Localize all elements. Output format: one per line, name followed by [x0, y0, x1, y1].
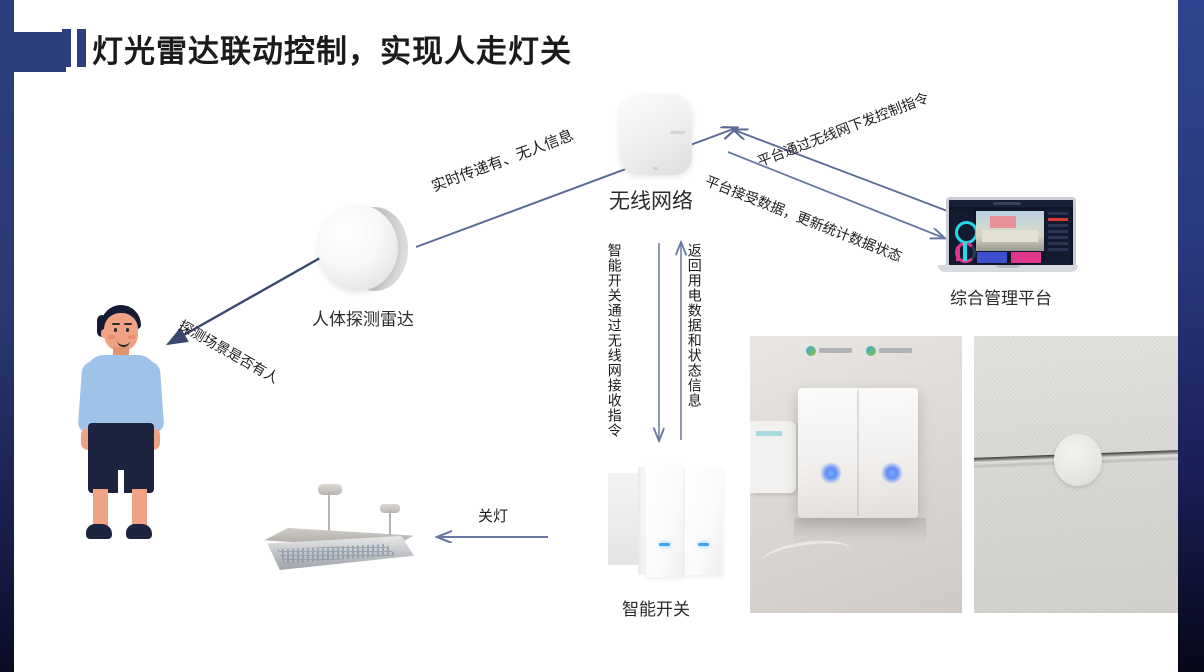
- lamp-ceiling-mount-1: [318, 484, 342, 495]
- flow-label-turn-off-light: 关灯: [478, 507, 509, 525]
- lamp-rod-1: [328, 492, 330, 532]
- radar-puck-icon: [318, 205, 410, 293]
- left-accent-bar: [0, 0, 14, 672]
- dashboard-right-panel: [1045, 209, 1071, 265]
- switch-led-left: [659, 543, 670, 546]
- dashboard-topbar: [949, 200, 1073, 207]
- flow-label-return-power-data: 返回用电数据和状态信息: [685, 243, 702, 408]
- photo-switch-divider: [857, 390, 859, 516]
- ap-indicator: [653, 167, 658, 170]
- title-accent-block: [14, 32, 66, 72]
- dashboard-chart-blue: [977, 252, 1007, 263]
- dashboard-list-row: [1048, 248, 1068, 251]
- lamp-ceiling-mount-2: [380, 504, 400, 513]
- device-label-smart-switch: 智能开关: [622, 600, 690, 620]
- wireless-access-point-icon: [620, 95, 692, 175]
- title-accent-bars: [62, 29, 71, 67]
- dashboard-list-row-alert: [1048, 218, 1068, 221]
- dashboard-list-row: [1048, 230, 1068, 233]
- person-cheek-right: [128, 335, 135, 339]
- laptop-base: [938, 265, 1078, 272]
- photo-switch-panel: [798, 388, 918, 518]
- laptop-screen: [946, 197, 1076, 271]
- person-eye-left: [114, 328, 117, 332]
- photo-switch-led-right: [881, 462, 903, 484]
- flow-label-detect-scene: 探测场景是否有人: [175, 317, 281, 387]
- radar-body-face: [318, 205, 398, 291]
- dashboard-list-row: [1048, 242, 1068, 245]
- dashboard-chart-pink: [1011, 252, 1041, 263]
- brand-dot-icon: [806, 346, 816, 356]
- brand-wordmark: [879, 348, 912, 353]
- photo-switch-shadow: [794, 518, 926, 544]
- photo-switch-led-left: [820, 462, 842, 484]
- dashboard-bar-magenta: [956, 247, 960, 261]
- dashboard-left-panel: [951, 209, 978, 265]
- photo-switch-logo-left: [806, 346, 854, 356]
- person-cheek-left: [108, 335, 115, 339]
- device-label-management-platform: 综合管理平台: [950, 289, 1052, 309]
- person-figure-icon: [60, 305, 180, 545]
- person-mouth: [117, 338, 130, 347]
- person-brow-left: [112, 323, 120, 325]
- photo-wire: [758, 535, 854, 578]
- switch-backplate: [608, 473, 638, 565]
- title-accent-bar-second: [77, 29, 86, 67]
- switch-panel-left: [646, 465, 684, 577]
- person-shorts-gap: [118, 470, 124, 494]
- person-shirt: [86, 355, 156, 435]
- smart-switch-icon: [608, 465, 724, 583]
- ceiling-lamp-icon: [258, 478, 418, 570]
- ap-vent: [670, 131, 685, 134]
- flow-label-platform-receive-data: 平台接受数据，更新统计数据状态: [702, 173, 904, 266]
- dashboard-list-row: [1048, 224, 1068, 227]
- brand-wordmark: [819, 348, 852, 353]
- brand-dot-icon: [866, 346, 876, 356]
- device-label-wireless-network: 无线网络: [609, 189, 693, 213]
- dashboard-list-row: [1048, 212, 1068, 215]
- switch-edge: [638, 467, 646, 575]
- dashboard-bar-cyan: [963, 241, 967, 261]
- photo-ceiling-radar: [974, 336, 1178, 613]
- device-label-radar: 人体探测雷达: [312, 310, 414, 330]
- switch-led-right: [698, 543, 709, 546]
- dashboard-video-feed: [976, 211, 1044, 251]
- photo-switch-logo-right: [866, 346, 914, 356]
- laptop-dashboard-icon: [938, 197, 1078, 279]
- page-title: 灯光雷达联动控制，实现人走灯关: [92, 34, 572, 70]
- right-accent-bar: [1178, 0, 1204, 672]
- flow-label-realtime-transfer: 实时传递有、无人信息: [429, 126, 576, 196]
- switch-panel-right: [685, 467, 723, 575]
- photo-side-object: [750, 421, 796, 493]
- photo-smart-switch: [750, 336, 962, 613]
- person-shoe-right: [126, 524, 152, 539]
- lamp-rod-2: [389, 510, 391, 548]
- person-leg-right: [132, 489, 147, 529]
- person-ear: [101, 329, 108, 338]
- person-leg-left: [93, 489, 108, 529]
- person-shoe-left: [86, 524, 112, 539]
- photo-ceiling-sensor: [1054, 434, 1102, 486]
- person-hair-side: [97, 315, 107, 337]
- flow-label-platform-send-command: 平台通过无线网下发控制指令: [755, 90, 932, 171]
- ap-body: [620, 95, 692, 175]
- person-brow-right: [124, 323, 132, 325]
- dashboard-list-row: [1048, 236, 1068, 239]
- person-eye-right: [126, 328, 129, 332]
- flow-label-switch-receive-command: 智能开关通过无线网接收指令: [605, 243, 622, 438]
